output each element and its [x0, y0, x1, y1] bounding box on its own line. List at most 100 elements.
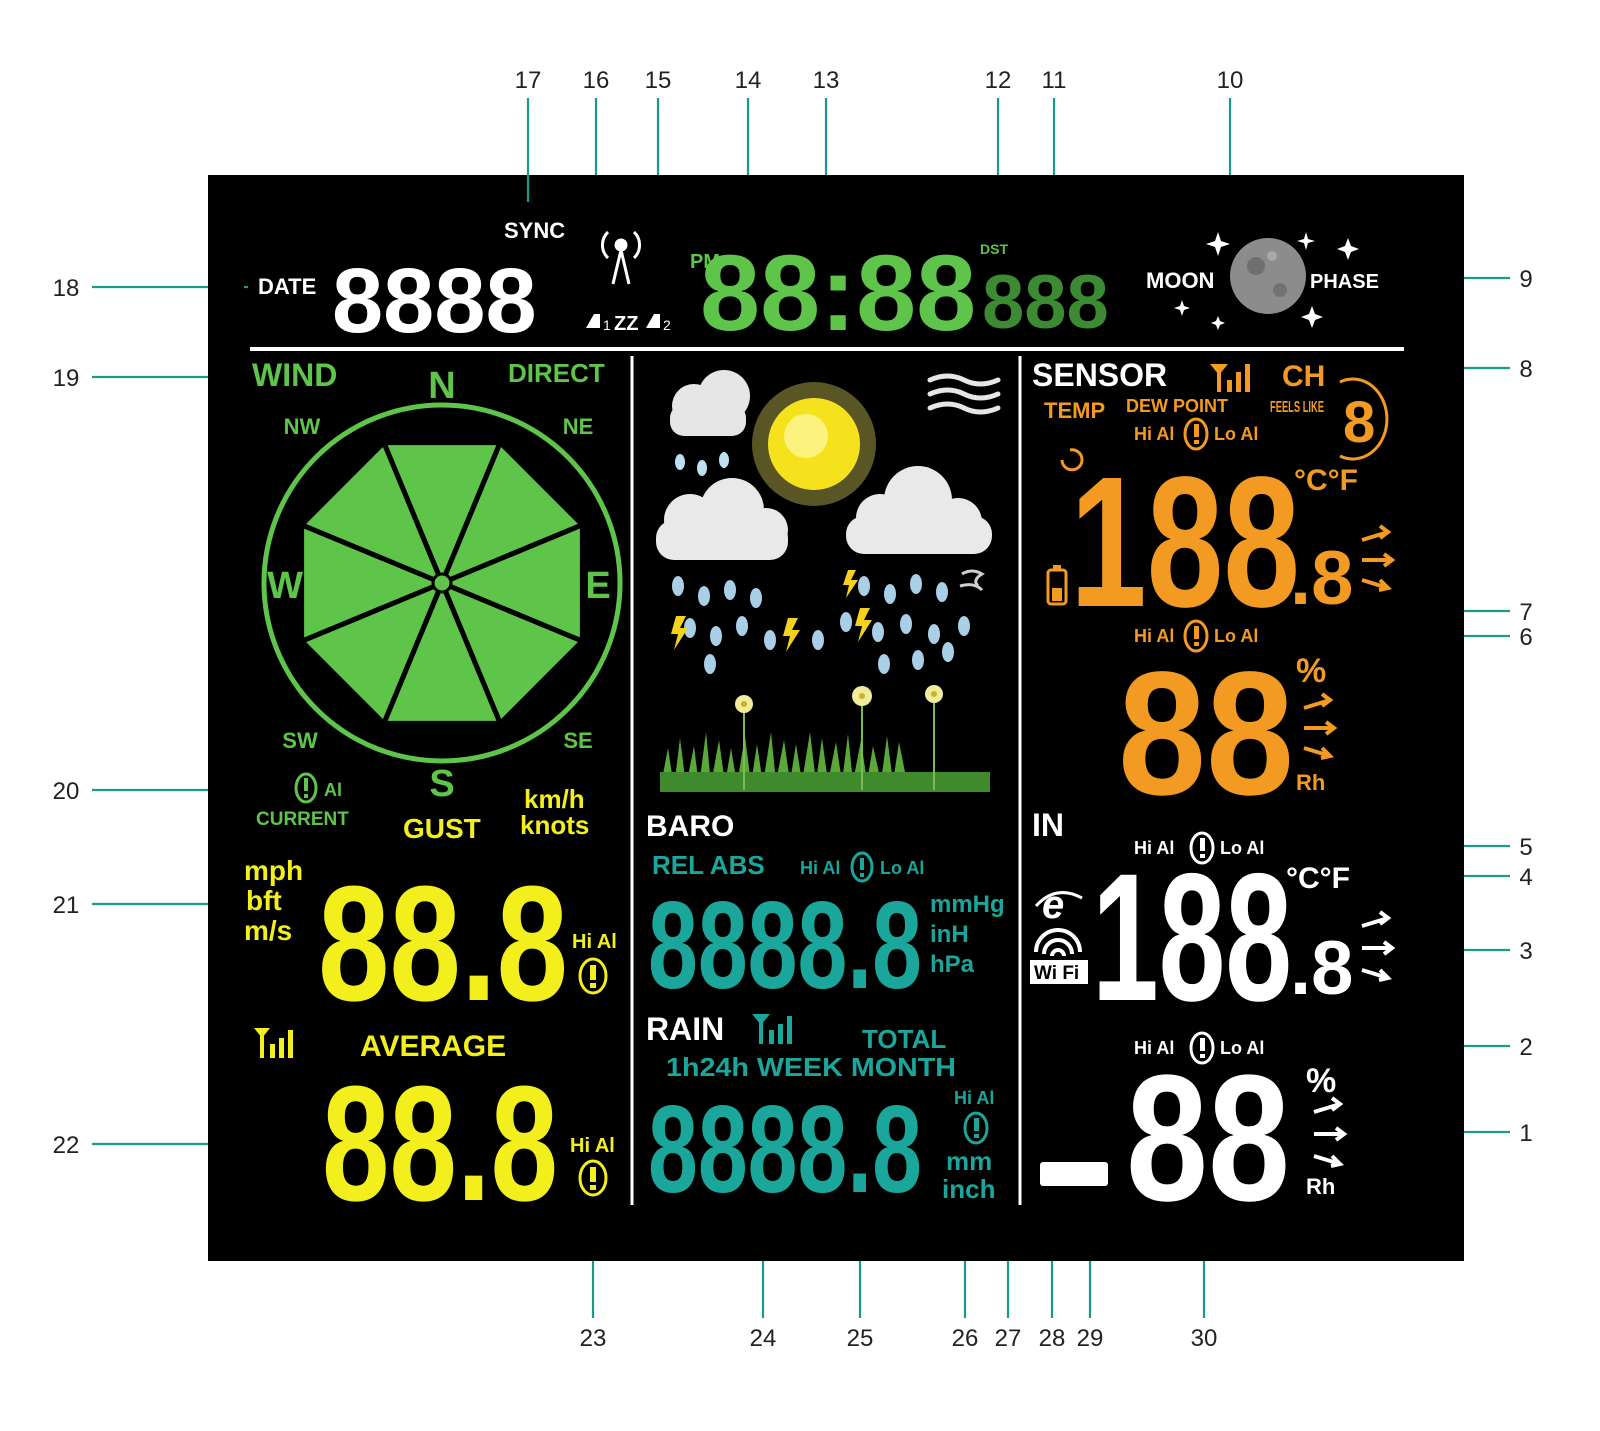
indoor-small-label-box: [1040, 1162, 1108, 1186]
compass-sectors: [297, 438, 587, 728]
callout-19: 19: [53, 365, 80, 392]
sensor-battery-icon: [1046, 565, 1068, 606]
callout-27: 27: [995, 1325, 1022, 1352]
radio-tower-icon: [601, 230, 641, 285]
alarm-1-number: 1: [603, 317, 611, 333]
sensor-section: SENSOR CH 8 TEMP DEW POINT FEELS LIKE Hi…: [1032, 357, 1396, 832]
indoor-temp-hi-al: Hi Al: [1134, 838, 1174, 858]
wind-section: WIND DIRECT N NE E SE S SW W NW Al CURRE…: [244, 357, 623, 1235]
unit-kmh: km/h: [524, 784, 585, 814]
cloud-right-icon: [846, 466, 992, 554]
rain-unit-mm: mm: [946, 1146, 992, 1176]
callout-5: 5: [1519, 834, 1532, 861]
callout-28: 28: [1039, 1325, 1066, 1352]
callout-7: 7: [1519, 599, 1532, 626]
compass-se: SE: [563, 728, 592, 753]
channel-label: CH: [1282, 360, 1325, 393]
compass-ne: NE: [563, 414, 594, 439]
callout-8: 8: [1519, 356, 1532, 383]
callout-18: 18: [53, 275, 80, 302]
callout-4: 4: [1519, 864, 1532, 891]
dst-label: DST: [980, 241, 1008, 257]
callout-26: 26: [952, 1325, 979, 1352]
wind-swirl-icon: [959, 569, 985, 592]
callout-10: 10: [1217, 67, 1244, 94]
baro-hi-al: Hi Al: [800, 858, 840, 878]
star-icons: [1174, 232, 1359, 330]
baro-unit-hpa: hPa: [930, 951, 975, 978]
callout-leaders-overlay: [244, 175, 530, 289]
callout-numbers-right: 9 8 7 6 5 4 3 2 1: [1519, 266, 1532, 1147]
lightning-icons: [671, 570, 872, 652]
callout-numbers-top: 17 16 15 14 13 12 11 10: [515, 67, 1244, 94]
average-digits: 88.8: [322, 1052, 558, 1235]
wind-title: WIND: [252, 357, 337, 393]
callout-6: 6: [1519, 624, 1532, 651]
alarm-2-number: 2: [663, 317, 671, 333]
baro-rel-abs: REL ABS: [652, 850, 765, 880]
rain-hi-al: Hi Al: [954, 1088, 994, 1108]
rain-signal-icon: [752, 1014, 792, 1044]
indoor-temp-digits: 188: [1092, 835, 1292, 1039]
sensor-temp-lo-al: Lo Al: [1214, 424, 1258, 444]
callout-numbers-left: 18 19 20 21 22: [53, 275, 80, 1159]
gust-alert-icon: [578, 957, 608, 995]
indoor-temp-alert-icon: [1189, 831, 1215, 865]
rain-total-label: TOTAL: [862, 1024, 946, 1054]
callout-2: 2: [1519, 1034, 1532, 1061]
channel-digit: 8: [1343, 390, 1375, 455]
indoor-hum-lo-al: Lo Al: [1220, 1038, 1264, 1058]
rain-periods: 1h24h WEEK MONTH: [666, 1052, 956, 1082]
channel-scroll-icon: [1339, 377, 1389, 461]
alarm-2-icon: 2: [646, 314, 671, 333]
wifi-icon: [1034, 928, 1082, 957]
svg-text:e: e: [1042, 883, 1064, 927]
callout-22: 22: [53, 1132, 80, 1159]
rain-alert-icon: [963, 1111, 989, 1145]
sensor-humidity-trend-icon: [1303, 692, 1338, 760]
sensor-temp-unit: °C°F: [1294, 464, 1358, 497]
temp-label: TEMP: [1044, 398, 1105, 423]
callout-14: 14: [735, 67, 762, 94]
indoor-percent: %: [1306, 1062, 1336, 1100]
indoor-humidity-trend-icon: [1313, 1096, 1348, 1168]
indoor-title: IN: [1032, 807, 1064, 843]
average-label: AVERAGE: [360, 1030, 506, 1063]
indoor-temp-unit: °C°F: [1286, 862, 1350, 895]
sensor-temp-alert-icon: [1183, 417, 1209, 451]
sensor-hum-alert-icon: [1183, 619, 1209, 653]
indoor-section: IN Hi Al Lo Al °C°F e Wi Fi 188 .8 Hi Al: [1030, 807, 1396, 1239]
baro-digits: 8888.8: [648, 877, 922, 1015]
sensor-temp-hi-al: Hi Al: [1134, 424, 1174, 444]
compass-hub: [431, 572, 453, 594]
wind-waves-icon: [927, 373, 1001, 415]
dew-point-label: DEW POINT: [1126, 396, 1228, 416]
baro-alert-icon: [850, 851, 874, 883]
callout-1: 1: [1519, 1120, 1532, 1147]
current-label: CURRENT: [256, 809, 349, 830]
cloud-small-icon: [670, 370, 750, 436]
callout-25: 25: [847, 1325, 874, 1352]
internet-explorer-icon: e: [1034, 883, 1083, 927]
date-digits: 8888: [332, 250, 537, 352]
callout-23: 23: [580, 1325, 607, 1352]
indoor-hum-alert-icon: [1189, 1031, 1215, 1065]
grass-flowers-icon: [660, 685, 990, 792]
baro-lo-al: Lo Al: [880, 858, 924, 878]
callout-numbers-bottom: 23 24 25 26 27 28 29 30: [580, 1325, 1218, 1352]
gust-digits: 88.8: [318, 852, 568, 1035]
sensor-humidity-digits: 88: [1118, 636, 1294, 832]
wind-direction-al-label: Al: [324, 780, 342, 800]
callout-21: 21: [53, 892, 80, 919]
alarm-1-icon: 1: [586, 314, 611, 333]
sensor-temp-decimal: .8: [1290, 536, 1353, 621]
indoor-humidity-digits: 88: [1126, 1038, 1290, 1239]
rain-title: RAIN: [646, 1011, 724, 1047]
sensor-hum-lo-al: Lo Al: [1214, 626, 1258, 646]
callout-20: 20: [53, 778, 80, 805]
sensor-refresh-icon: [1060, 448, 1084, 472]
average-alert-icon: [578, 1159, 608, 1197]
rain-section: RAIN TOTAL 1h24h WEEK MONTH 8888.8 Hi Al…: [646, 1011, 995, 1219]
